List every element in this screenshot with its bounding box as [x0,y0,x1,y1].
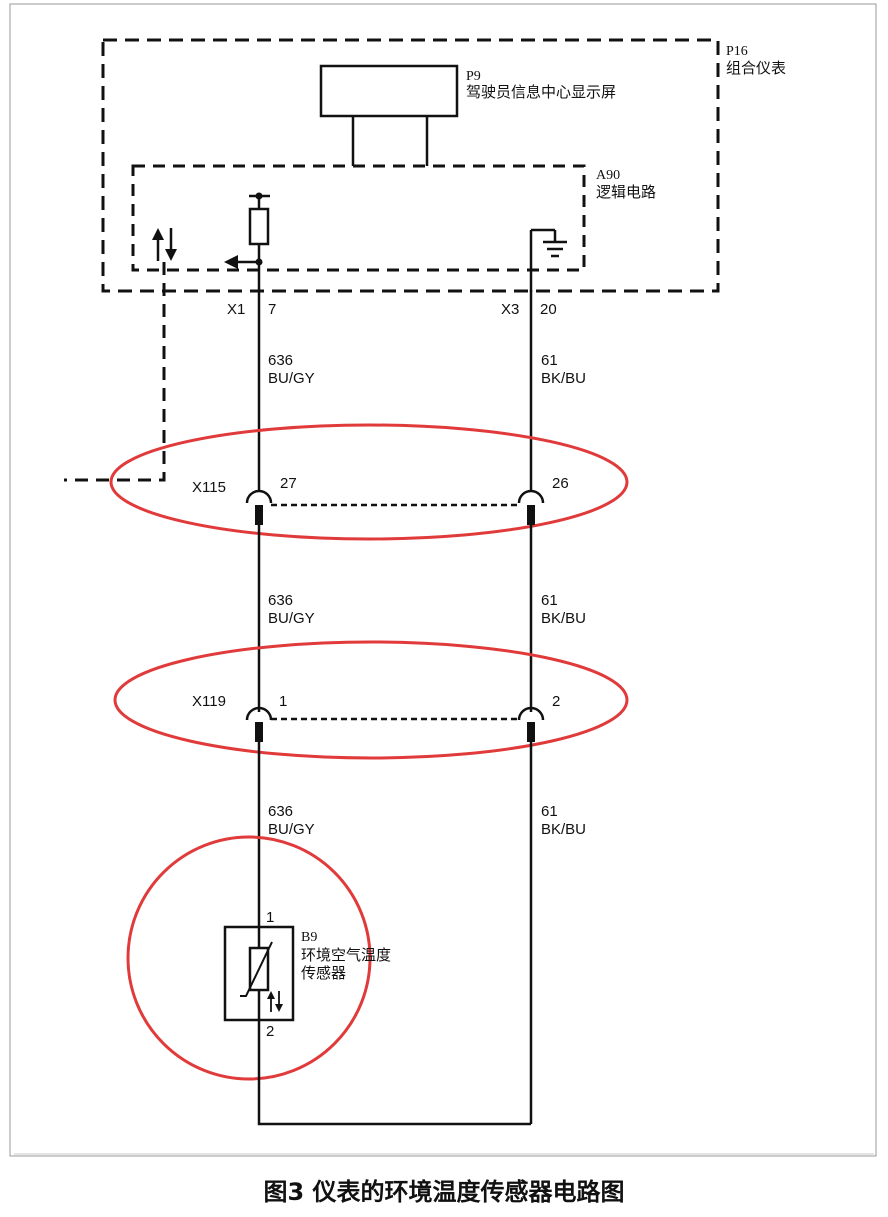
b9-id: B9 [301,930,317,945]
x115-terminal-right [517,489,545,525]
x115-highlight-ellipse [109,423,629,541]
wire-right-circuit-2: 61 [541,592,558,609]
x3-pin-label: 20 [540,301,557,318]
x119-connector-label: X119 [192,693,226,710]
b9-pin-bottom: 2 [266,1023,274,1040]
data-bus-line [64,262,166,482]
wire-left-color-1: BU/GY [268,370,315,387]
signal-arrow-icon [224,255,259,269]
p9-name: 驾驶员信息中心显示屏 [466,83,616,101]
b9-pin-top: 1 [266,909,274,926]
sensor-bidirectional-arrow-icon [267,991,283,1012]
a90-name: 逻辑电路 [596,183,656,201]
wire-right-color-2: BK/BU [541,610,586,627]
x1-pin-label: 7 [268,301,276,318]
wire-left-color-3: BU/GY [268,821,315,838]
ground-icon [529,228,567,292]
figure-caption: 图3 仪表的环境温度传感器电路图 [263,1178,625,1206]
a90-id: A90 [596,168,620,183]
x119-pin-left: 1 [279,693,287,710]
x115-pin-right: 26 [552,475,569,492]
b9-name-line1: 环境空气温度 [301,946,391,964]
a90-logic-box [131,164,586,272]
x119-pin-right: 2 [552,693,560,710]
bidirectional-arrow-icon [152,228,177,261]
p9-id: P9 [466,69,481,84]
wire-left-color-2: BU/GY [268,610,315,627]
p16-instrument-cluster-box [101,38,720,293]
x115-terminal-left [245,489,273,525]
wire-right-color-1: BK/BU [541,370,586,387]
page-frame [9,3,877,1157]
wire-left-circuit-3: 636 [268,803,293,820]
thermistor-icon [240,927,273,1020]
x1-connector-label: X1 [227,301,245,318]
b9-highlight-circle [126,835,372,1081]
b9-name-line2: 传感器 [301,964,346,982]
x119-highlight-ellipse [113,640,629,760]
x119-terminal-left [245,706,273,742]
pullup-resistor-icon [248,192,270,266]
x115-pin-left: 27 [280,475,297,492]
p16-id: P16 [726,44,748,59]
wire-right-color-3: BK/BU [541,821,586,838]
x119-terminal-right [517,706,545,742]
wire-right-circuit-3: 61 [541,803,558,820]
p9-display-box [319,64,459,118]
wire-return-loop [257,1020,531,1126]
x115-connector-label: X115 [192,479,226,496]
wire-left-circuit-2: 636 [268,592,293,609]
p16-name: 组合仪表 [726,59,786,77]
x3-connector-label: X3 [501,301,519,318]
wire-left-circuit-1: 636 [268,352,293,369]
wire-right-circuit-1: 61 [541,352,558,369]
